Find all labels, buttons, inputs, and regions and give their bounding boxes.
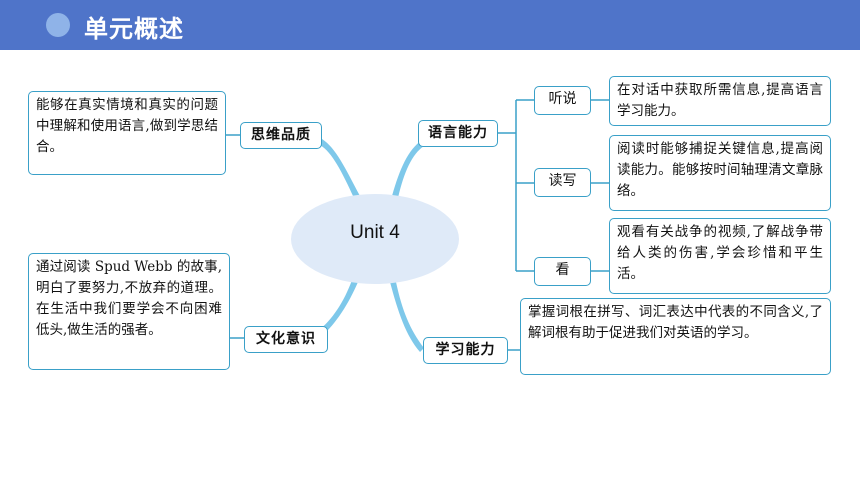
read-write-label: 读写: [534, 168, 591, 197]
thinking-description: 能够在真实情境和真实的问题中理解和使用语言,做到学思结合。: [28, 91, 226, 175]
swoosh-thinking: [320, 139, 360, 198]
page-title: 单元概述: [84, 15, 184, 43]
swoosh-learning: [390, 282, 424, 352]
listen-speak-label: 听说: [534, 86, 591, 115]
read-write-description: 阅读时能够捕捉关键信息,提高阅读能力。能够按时间轴理清文章脉络。: [609, 135, 831, 211]
swoosh-language: [392, 140, 424, 198]
listen-speak-description: 在对话中获取所需信息,提高语言学习能力。: [609, 76, 831, 126]
banner-circle-icon: [46, 13, 70, 37]
view-description: 观看有关战争的视频,了解战争带给人类的伤害,学会珍惜和平生活。: [609, 218, 831, 294]
language-label: 语言能力: [418, 120, 498, 147]
learning-description: 掌握词根在拼写、词汇表达中代表的不同含义,了解词根有助于促进我们对英语的学习。: [520, 298, 831, 375]
center-label: Unit 4: [350, 222, 400, 243]
center-ellipse: [291, 194, 459, 284]
culture-description: 通过阅读 Spud Webb 的故事,明白了要努力,不放弃的道理。在生活中我们要…: [28, 253, 230, 370]
header-banner: 单元概述: [0, 0, 860, 50]
bracket-language: [498, 99, 534, 272]
swoosh-culture: [318, 280, 358, 336]
thinking-label: 思维品质: [240, 122, 322, 149]
culture-label: 文化意识: [244, 326, 328, 353]
view-label: 看: [534, 257, 591, 286]
learning-label: 学习能力: [423, 337, 508, 364]
